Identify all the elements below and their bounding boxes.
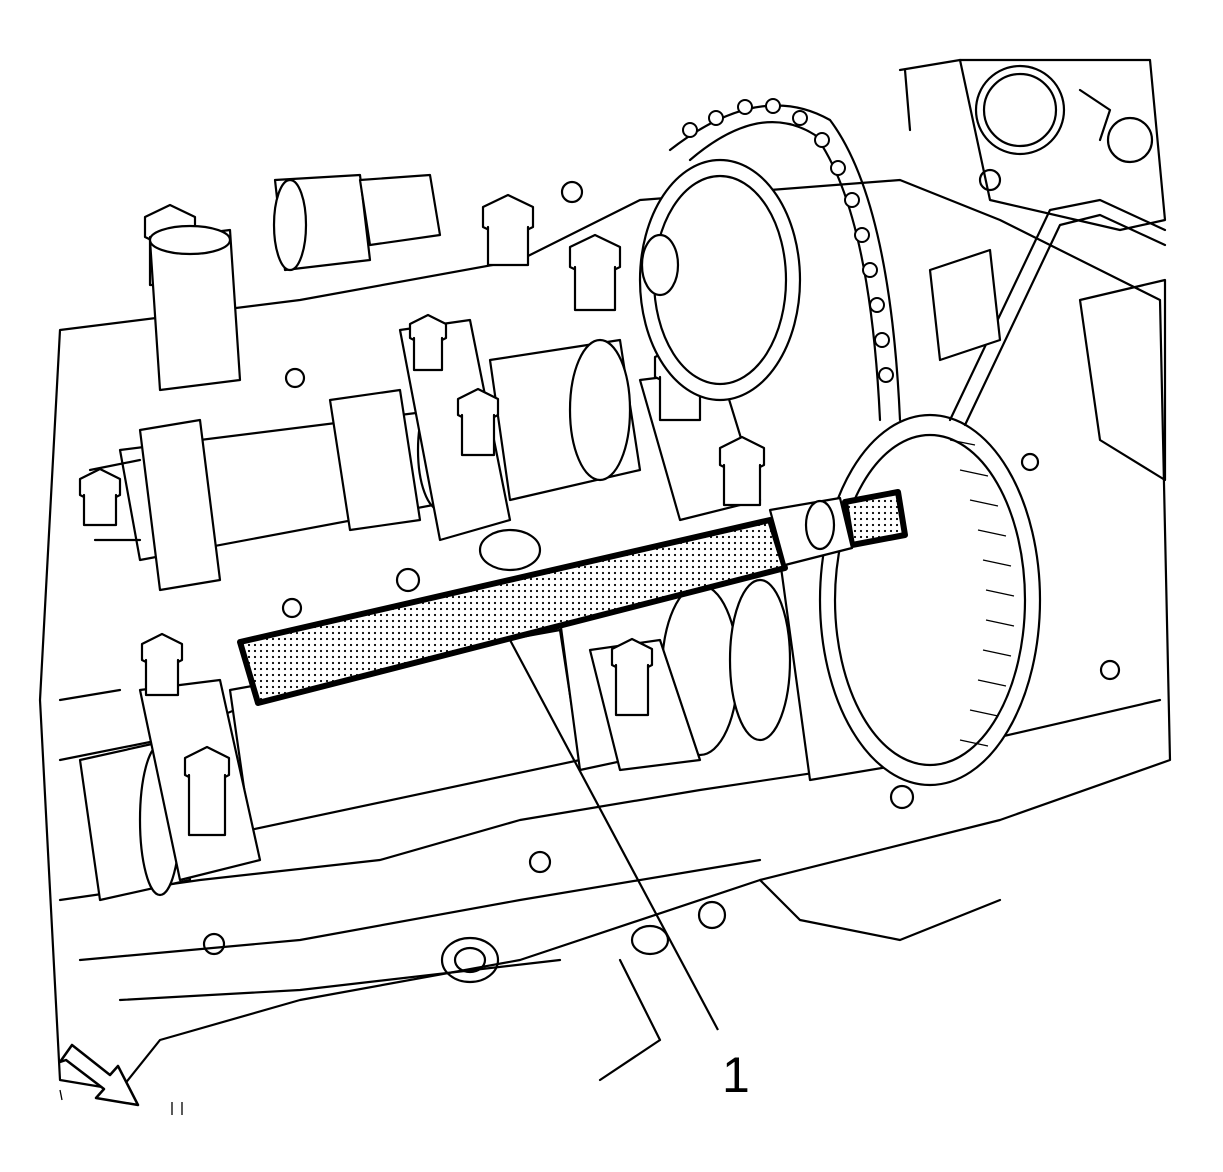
camshaft-holding-tool (237, 489, 908, 706)
callout-leader-line (509, 639, 719, 1031)
cylinder-head-outline (38, 178, 1172, 1092)
timing-chain (668, 98, 902, 422)
camshaft-position-sensor (148, 173, 442, 392)
bolt-holes (202, 180, 1121, 984)
camshaft-gear-upper (638, 158, 802, 402)
camshaft-gear-lower (818, 413, 1042, 787)
front-direction-arrow-icon (58, 1043, 183, 1115)
right-side-hardware (928, 198, 1167, 482)
callout-label-1: 1 (722, 1047, 750, 1103)
head-gasket-plate (898, 58, 1167, 232)
